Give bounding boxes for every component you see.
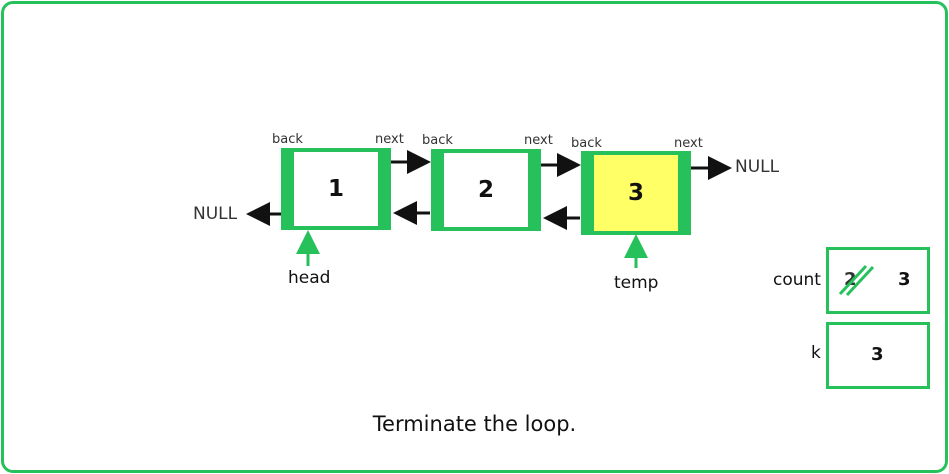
node-1-next-label: next <box>375 132 404 147</box>
count-label: count <box>773 270 821 290</box>
list-node-2: 2 <box>431 149 541 231</box>
node-3-back-label: back <box>571 136 602 151</box>
head-pointer-label: head <box>288 268 331 288</box>
null-left-label: NULL <box>193 204 238 224</box>
node-3-next-label: next <box>674 136 703 151</box>
k-value: 3 <box>871 344 884 365</box>
node-1-back-label: back <box>272 132 303 147</box>
temp-pointer-label: temp <box>614 273 659 293</box>
k-label: k <box>811 343 821 363</box>
list-node-1: 1 <box>281 148 391 230</box>
node-1-value: 1 <box>294 152 378 226</box>
count-box <box>826 247 930 314</box>
step-caption: Terminate the loop. <box>372 412 577 436</box>
null-right-label: NULL <box>735 157 780 177</box>
count-value: 3 <box>898 269 911 290</box>
list-node-3: 3 <box>581 151 691 235</box>
node-2-value: 2 <box>444 153 528 227</box>
k-box <box>826 322 930 389</box>
node-2-next-label: next <box>524 133 553 148</box>
node-3-value: 3 <box>594 155 678 231</box>
strike-icon <box>838 264 875 297</box>
node-2-back-label: back <box>422 133 453 148</box>
